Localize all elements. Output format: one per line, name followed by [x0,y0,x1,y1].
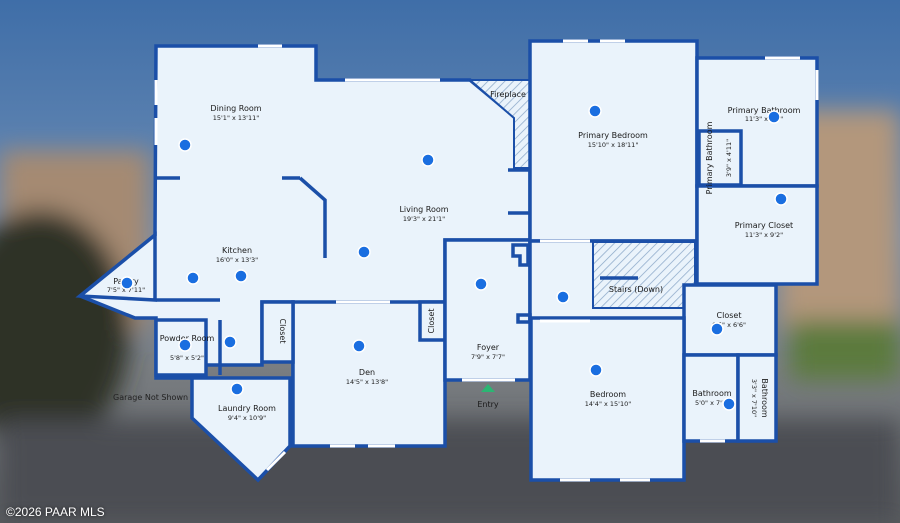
stairs-name: Stairs (Down) [609,285,663,294]
foyer-room [443,238,532,382]
primary-bedroom-name: Primary Bedroom [578,131,648,140]
closet-room-a [260,300,295,364]
primary-bathroom-small-dims: 3'9" x 4'11" [725,139,733,177]
copyright-notice: ©2026 PAAR MLS [6,505,105,519]
powder-room-name: Powder Room [160,334,215,343]
closet-room-b [418,300,447,342]
den-dims: 14'5" x 13'8" [346,378,388,386]
laundry-name: Laundry Room [218,404,276,413]
marker-primary-bathroom[interactable] [767,110,781,124]
windows [154,39,819,482]
entry-label: Entry [477,400,499,409]
living-room-name: Living Room [399,205,448,214]
living-room-dims: 19'3" x 21'1" [403,215,445,223]
marker-laundry[interactable] [230,382,244,396]
marker-kitchen-1[interactable] [186,271,200,285]
bathroom-dims: 5'0" x 7'1" [695,399,729,407]
primary-bathroom-name: Primary Bathroom [728,106,801,115]
primary-closet-name: Primary Closet [735,221,793,230]
marker-bathroom[interactable] [722,397,736,411]
marker-hall[interactable] [223,335,237,349]
marker-living-1[interactable] [421,153,435,167]
stairs [592,241,696,309]
entry-marker-icon[interactable] [481,384,495,392]
closet-c-dims: 6'5" x 6'6" [712,321,746,329]
pantry-room [75,231,157,302]
bedroom-name: Bedroom [590,390,626,399]
foyer-name: Foyer [477,343,500,352]
marker-primary-closet[interactable] [774,192,788,206]
marker-pantry[interactable] [120,276,134,290]
primary-bathroom-small-room [697,129,743,187]
kitchen-name: Kitchen [222,246,252,255]
powder-room-dims: 5'8" x 5'2" [170,354,204,362]
primary-bathroom-small-name: Primary Bathroom [705,121,714,194]
fireplace-name: Fireplace [490,90,526,99]
bathroom-vertical-room [736,353,778,443]
dining-room-name: Dining Room [210,104,261,113]
marker-kitchen-2[interactable] [234,269,248,283]
photo-markers [120,104,788,411]
den-name: Den [359,368,375,377]
marker-bedroom[interactable] [589,363,603,377]
marker-den[interactable] [352,339,366,353]
marker-closet[interactable] [710,322,724,336]
garage-note: Garage Not Shown [113,393,188,402]
marker-dining[interactable] [178,138,192,152]
marker-powder[interactable] [178,338,192,352]
fireplace [467,79,531,169]
primary-closet-dims: 11'3" x 9'2" [745,231,783,239]
interior-walls [156,168,638,375]
bedroom-room [529,316,686,482]
laundry-dims: 9'4" x 10'9" [228,414,266,422]
kitchen-dims: 16'0" x 13'3" [216,256,258,264]
bathroom-vertical-dims: 3'3" x 7'10" [750,379,758,417]
primary-bathroom-dims: 11'3" x 8'1" [745,115,783,123]
pantry-dims: 7'5" x 7'11" [107,286,145,294]
bathroom-name: Bathroom [692,389,732,398]
marker-living-2[interactable] [357,245,371,259]
closet-c-name: Closet [717,311,742,320]
room-labels: Dining Room 15'1" x 13'11" Living Room 1… [107,90,801,422]
closet-room-c [682,283,778,357]
bathroom-vertical-name: Bathroom [760,378,769,418]
bedroom-dims: 14'4" x 15'10" [585,400,631,408]
marker-primary-bedroom[interactable] [588,104,602,118]
foyer-dims: 7'9" x 7'7" [471,353,505,361]
marker-foyer[interactable] [474,277,488,291]
primary-bedroom-dims: 15'10" x 18'11" [588,141,639,149]
closet-b-name: Closet [427,309,436,334]
closet-a-name: Closet [278,319,287,344]
dining-room-dims: 15'1" x 13'11" [213,114,259,122]
marker-hallway[interactable] [556,290,570,304]
